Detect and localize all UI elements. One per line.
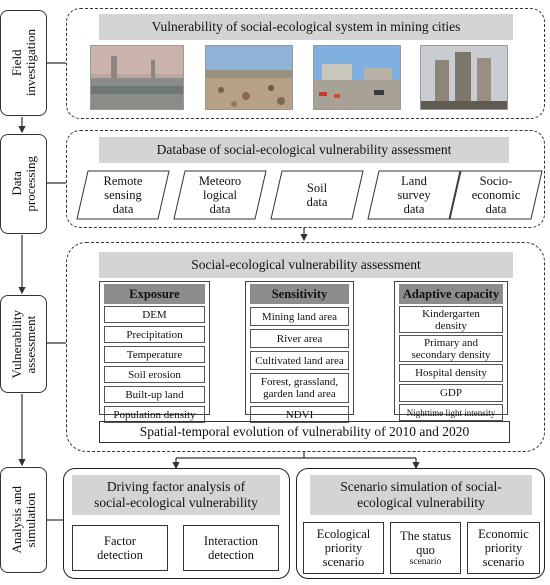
assessment-title: Social-ecological vulnerability assessme… — [99, 252, 513, 278]
ecological-priority-scenario: Ecological priority scenario — [303, 522, 384, 574]
sensitivity-item: Cultivated land area — [250, 351, 349, 370]
sensitivity-item: Forest, grassland, garden land area — [250, 373, 349, 403]
exposure-item: Temperature — [104, 346, 205, 363]
data-item-label: Land survey data — [397, 174, 431, 216]
scenario-simulation-section — [296, 468, 545, 579]
stage-label: Field investigation — [8, 29, 38, 97]
sensitivity-item: NDVI — [250, 406, 349, 423]
data-item-label: Soil data — [306, 181, 328, 209]
stage-analysis-simulation: Analysis and simulation — [0, 467, 47, 573]
driving-factor-section — [63, 468, 290, 579]
status-quo-main: The status quo — [399, 528, 452, 557]
field-title: Vulnerability of social-ecological syste… — [99, 14, 513, 40]
exposure-header: Exposure — [104, 284, 205, 304]
sensitivity-item: River area — [250, 329, 349, 348]
exposure-item: Soil erosion — [104, 366, 205, 383]
stage-label: Analysis and simulation — [8, 486, 38, 554]
data-item-land-survey: Land survey data — [367, 170, 461, 220]
data-item-label: Remote sensing data — [103, 174, 143, 216]
vulnerability-assessment-section — [66, 242, 545, 452]
exposure-item: DEM — [104, 306, 205, 323]
stage-label: Data processing — [8, 156, 38, 212]
data-item-soil: Soil data — [270, 170, 364, 220]
adaptive-item: Hospital density — [399, 364, 503, 382]
exposure-item: Precipitation — [104, 326, 205, 343]
data-item-socio-economic: Socio- economic data — [449, 170, 543, 220]
stage-data-processing: Data processing — [0, 134, 47, 234]
exposure-panel: Exposure DEM Precipitation Temperature S… — [99, 281, 210, 423]
adaptive-item: Nighttime light intensity — [399, 404, 503, 421]
data-item-remote-sensing: Remote sensing data — [76, 170, 170, 220]
factor-detection-box: Factor detection — [72, 525, 168, 571]
photo-hazy-mining-landscape — [90, 45, 184, 110]
exposure-item: Built-up land — [104, 386, 205, 403]
sensitivity-header: Sensitivity — [250, 284, 349, 304]
data-item-label: Socio- economic data — [471, 174, 521, 216]
adaptive-header: Adaptive capacity — [399, 284, 503, 304]
photo-high-rise-buildings — [420, 45, 508, 110]
photo-open-land-with-debris — [205, 45, 293, 110]
adaptive-item: GDP — [399, 384, 503, 402]
stage-vulnerability-assessment: Vulnerability assessment — [0, 295, 47, 393]
adaptive-item: Primary and secondary density — [399, 335, 503, 362]
sensitivity-panel: Sensitivity Mining land area River area … — [245, 281, 354, 423]
economic-priority-scenario: Economic priority scenario — [467, 522, 540, 574]
exposure-item: Population density — [104, 406, 205, 423]
photo-urban-road-site — [313, 45, 401, 110]
sensitivity-item: Mining land area — [250, 307, 349, 326]
data-item-meteorological: Meteoro logical data — [173, 170, 267, 220]
status-quo-scenario: The status quo scenario — [390, 522, 461, 574]
scenario-title: Scenario simulation of social- ecologica… — [310, 475, 532, 515]
database-title: Database of social-ecological vulnerabil… — [99, 137, 509, 163]
stage-label: Vulnerability assessment — [8, 309, 38, 379]
interaction-detection-box: Interaction detection — [183, 525, 279, 571]
spatial-temporal-evolution: Spatial-temporal evolution of vulnerabil… — [99, 421, 510, 443]
status-quo-sub: scenario — [409, 556, 442, 567]
stage-field-investigation: Field investigation — [0, 10, 47, 116]
field-investigation-section — [66, 8, 545, 119]
adaptive-item: Kindergarten density — [399, 306, 503, 333]
data-item-label: Meteoro logical data — [198, 174, 242, 216]
adaptive-capacity-panel: Adaptive capacity Kindergarten density P… — [394, 281, 508, 421]
driving-factor-title: Driving factor analysis of social-ecolog… — [72, 475, 280, 515]
data-processing-section — [66, 130, 545, 228]
